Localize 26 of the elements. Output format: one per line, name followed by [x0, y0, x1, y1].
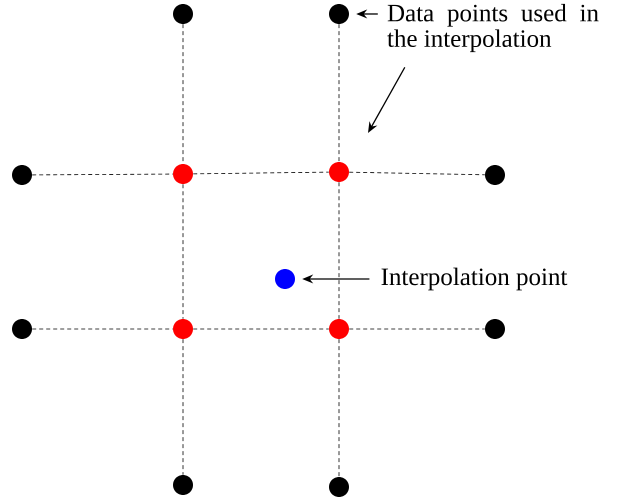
- dashed-grid-line: [348, 172, 486, 176]
- dashed-grid-line: [32, 328, 174, 330]
- data-point: [173, 474, 193, 495]
- dashed-grid-line: [182, 184, 184, 320]
- data-point: [329, 318, 349, 339]
- data-point: [485, 165, 505, 185]
- dashed-grid-line: [182, 338, 184, 476]
- annotation-text: Data points used in the interpolation: [387, 4, 599, 52]
- data-point: [12, 318, 32, 339]
- dashed-grid-line: [338, 338, 340, 478]
- dashed-grid-line: [32, 174, 174, 176]
- dashed-grid-line: [338, 182, 340, 320]
- data-point: [485, 318, 505, 339]
- data-point: [173, 4, 193, 24]
- data-point: [329, 476, 349, 497]
- dashed-grid-line: [192, 328, 330, 330]
- dashed-grid-line: [348, 328, 486, 330]
- data-point: [12, 165, 32, 185]
- data-point: [173, 318, 193, 339]
- dashed-grid-line: [192, 172, 330, 174]
- dashed-grid-line: [338, 24, 340, 162]
- data-point: [173, 164, 193, 184]
- data-point: [329, 162, 349, 182]
- annotation-text: Interpolation point: [382, 268, 568, 290]
- data-point: [329, 4, 349, 24]
- data-point: [275, 268, 295, 289]
